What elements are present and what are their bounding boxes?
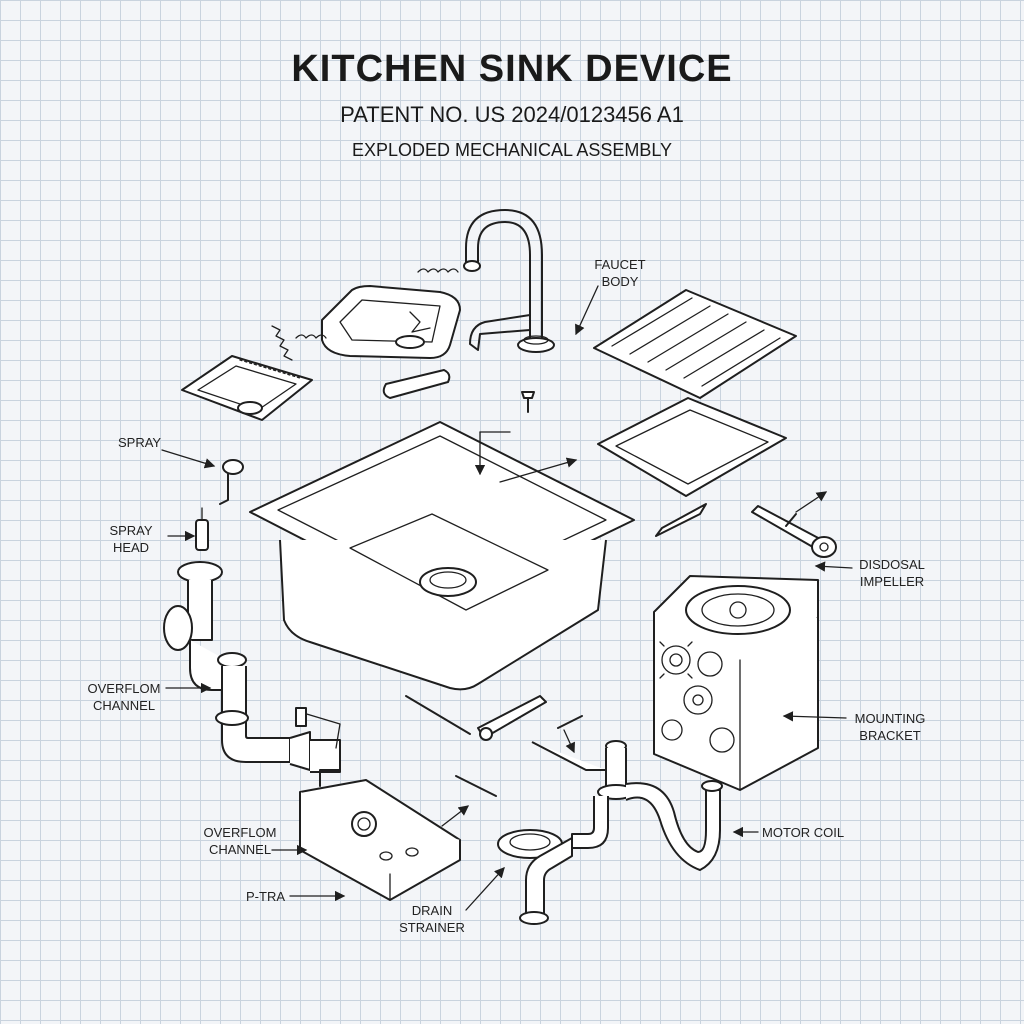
sink-tray [597, 397, 787, 497]
label-mounting-bracket: MOUNTING BRACKET [854, 711, 926, 743]
diagram-subtitle: EXPLODED MECHANICAL ASSEMBLY [351, 140, 673, 160]
left-drain-pipe [163, 561, 341, 773]
label-spray: SPRAY [118, 435, 162, 450]
label-faucet-body: FAUCET BODY [594, 257, 646, 289]
small-rods [405, 503, 707, 797]
label-p-trap: P-TRA [246, 889, 285, 904]
screw [521, 391, 535, 413]
p-trap-housing [299, 769, 461, 901]
label-overflow-channel-upper: OVERFLOM CHANNEL [87, 681, 161, 713]
label-spray-head: SPRAY HEAD [109, 523, 153, 555]
spray-assembly [195, 459, 244, 551]
diagram-title: KITCHEN SINK DEVICE [291, 48, 733, 90]
patent-number: PATENT NO. US 2024/0123456 A1 [340, 102, 684, 127]
main-sink-basin [249, 421, 635, 691]
faucet [463, 209, 555, 353]
basin-insert [321, 285, 461, 359]
label-disposal-impeller: DISDOSAL IMPELLER [859, 557, 925, 589]
drying-rack [593, 289, 797, 399]
disposal-impeller [751, 505, 837, 558]
small-tray [181, 355, 313, 421]
label-drain-strainer: DRAIN STRAINER [399, 903, 465, 935]
leader-arrows [161, 285, 853, 911]
cylinder-rod [382, 369, 451, 399]
springs [271, 268, 459, 361]
label-overflow-channel-lower: OVERFLOM CHANNEL [203, 825, 277, 857]
label-motor-coil: MOTOR COIL [762, 825, 845, 840]
disposal-unit [653, 575, 819, 791]
right-drain-pipe [497, 740, 723, 925]
